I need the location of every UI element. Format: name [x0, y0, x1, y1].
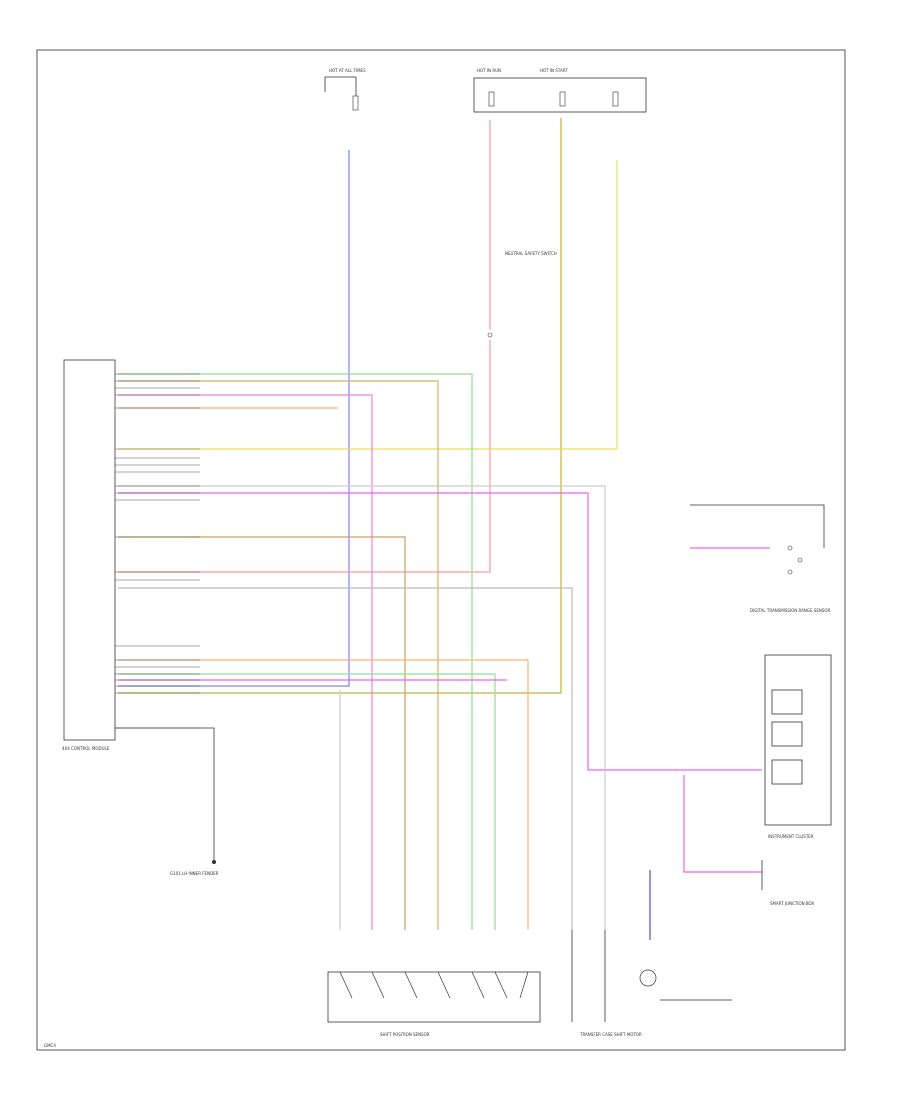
fuse-panel-mid-label-1: HOT IN RUN [477, 68, 501, 73]
fuse-holder-2 [559, 91, 566, 107]
dtr-label: DIGITAL TRANSMISSION RANGE SENSOR [750, 608, 831, 613]
wire-gray-2 [118, 485, 606, 930]
fuse-panel-left-label: HOT AT ALL TIMES [329, 68, 366, 73]
fuse-holder-1 [488, 91, 495, 107]
wire-green-1 [118, 373, 473, 930]
fuse-panel-right: HOT IN RUN HOT IN START [473, 68, 647, 113]
wire-red-lower [118, 340, 491, 573]
fuse-holder-left [352, 95, 359, 111]
neutral-switch: NEUTRAL SAFETY SWITCH [487, 251, 557, 338]
motor-icon [639, 969, 657, 987]
ground-label: G101 LH INNER FENDER [170, 871, 219, 876]
neutral-switch-label: NEUTRAL SAFETY SWITCH [505, 251, 557, 256]
motor-label: TRANSFER CASE SHIFT MOTOR [579, 1032, 642, 1037]
fuse-panel-left: HOT AT ALL TIMES [324, 68, 366, 111]
wire-blue [118, 150, 350, 687]
wire-pink-2 [118, 492, 762, 771]
wire-yellow [118, 160, 618, 450]
wire-gray [118, 587, 573, 930]
wire-tan-1 [118, 380, 439, 930]
wire-orange-low [118, 659, 529, 930]
wire-green-low [118, 673, 496, 930]
ground-icon [212, 860, 216, 864]
cluster-label: INSTRUMENT CLUSTER [768, 834, 814, 839]
instrument-cluster-box: INSTRUMENT CLUSTER [764, 654, 832, 839]
fuse-panel-mid-label-2: HOT IN START [540, 68, 568, 73]
wire-set [118, 118, 770, 940]
control-module: 4X4 CONTROL MODULE [62, 359, 219, 876]
dtr-sensor: DIGITAL TRANSMISSION RANGE SENSOR [690, 504, 831, 613]
wire-pink-1 [118, 394, 373, 930]
module-label: 4X4 CONTROL MODULE [62, 746, 110, 751]
footer-code: GMC4 [44, 1043, 56, 1048]
wire-olive [118, 118, 562, 694]
encoder: SHIFT POSITION SENSOR [327, 971, 541, 1037]
wire-pink-sjb [683, 775, 762, 873]
diagram-frame [36, 49, 846, 1051]
fuse-holder-3 [612, 91, 619, 107]
wire-tan-2 [118, 536, 406, 930]
sjb-label: SMART JUNCTION BOX [770, 901, 814, 906]
smart-junction: SMART JUNCTION BOX [761, 860, 814, 906]
shift-motor: TRANSFER CASE SHIFT MOTOR [571, 930, 732, 1037]
encoder-label: SHIFT POSITION SENSOR [380, 1032, 430, 1037]
